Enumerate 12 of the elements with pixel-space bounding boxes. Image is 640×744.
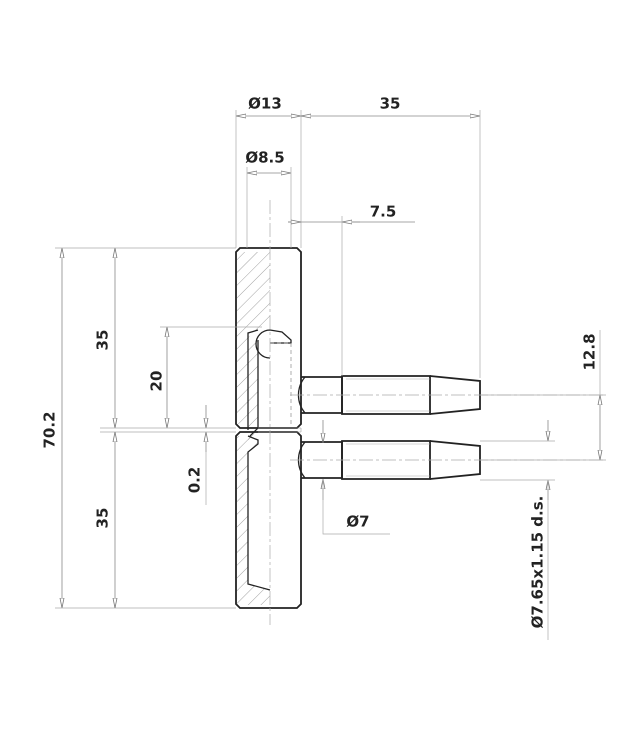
dimension-label: 20 [150, 370, 164, 392]
dimension-label: 35 [96, 508, 110, 528]
dimension-label: 12.8 [582, 334, 598, 370]
dimension-label: 70.2 [42, 412, 58, 448]
dimension-label: Ø13 [248, 96, 282, 112]
dimension-label: Ø8.5 [245, 150, 285, 166]
dimension-label: 35 [96, 330, 110, 350]
dimension-label: Ø7 [346, 514, 370, 530]
dimension-label: 0.2 [188, 466, 202, 494]
dimension-label: 7.5 [370, 204, 396, 220]
dimension-label: 35 [380, 96, 400, 112]
dimension-label: Ø7.65x1.15 d.s. [530, 496, 546, 628]
